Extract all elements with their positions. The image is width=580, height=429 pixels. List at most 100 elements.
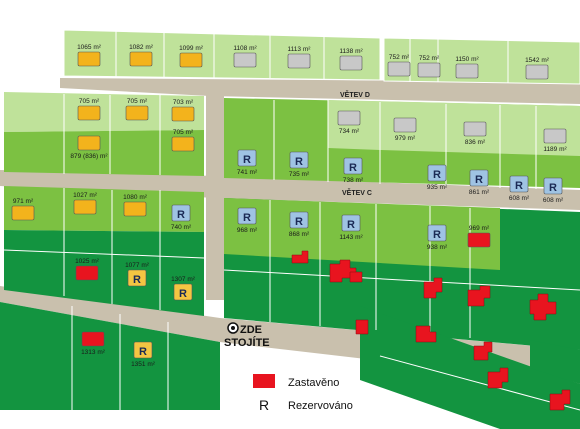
legend-built-label: Zastavěno	[288, 377, 339, 389]
plot-swatch	[427, 224, 447, 242]
plot-swatch	[81, 331, 105, 347]
plot-swatch	[171, 204, 191, 222]
plot-marker[interactable]: 703 m²	[171, 99, 195, 122]
plot-marker[interactable]: 1150 m²	[455, 56, 480, 79]
plot-marker[interactable]: 705 m²	[125, 98, 149, 121]
plot-marker[interactable]: 1025 m²	[75, 258, 100, 281]
plot-area-label: 968 m²	[237, 227, 258, 234]
plot-swatch	[463, 121, 487, 137]
house-icon	[349, 271, 363, 283]
plot-marker[interactable]: 1138 m²	[339, 48, 364, 71]
reserved-letter: R	[433, 169, 441, 181]
you-are-here-line1: ZDE	[240, 324, 262, 336]
plot-swatch	[337, 110, 361, 126]
plot-area-label: 979 m²	[395, 135, 416, 142]
zone-top-left	[63, 29, 381, 81]
plot-swatch	[11, 205, 35, 221]
plot-marker[interactable]: 705 m²	[77, 98, 101, 121]
plot-marker[interactable]: 752 m²	[387, 54, 411, 77]
reserved-letter: R	[515, 180, 523, 192]
zone-bottom-left	[0, 302, 220, 410]
reserved-letter: R	[295, 216, 303, 228]
plot-marker[interactable]: R 968 m²	[237, 207, 258, 234]
plot-area-label: 1027 m²	[73, 192, 98, 199]
plot-swatch	[171, 106, 195, 122]
legend-reserved-label: Rezervováno	[288, 400, 353, 412]
reserved-letter: R	[179, 288, 187, 300]
plot-area-label: 1065 m²	[77, 44, 102, 51]
reserved-letter: R	[349, 162, 357, 174]
legend-reserved-symbol: R	[259, 397, 269, 413]
road-label-vetev-c: VĚTEV C	[342, 188, 372, 197]
plot-swatch	[287, 53, 311, 69]
zone-top-right	[383, 37, 580, 85]
reserved-letter: R	[139, 346, 147, 358]
plot-marker[interactable]: 971 m²	[11, 198, 35, 221]
plot-area-label: 1108 m²	[233, 45, 257, 52]
plot-marker[interactable]: R 608 m²	[509, 175, 530, 202]
plot-area-label: 608 m²	[509, 195, 530, 202]
plot-swatch	[237, 207, 257, 225]
plot-area-label: 752 m²	[419, 55, 440, 62]
plot-marker[interactable]: 1542 m²	[525, 57, 550, 80]
plot-marker[interactable]: 1099 m²	[179, 45, 204, 68]
plot-area-label: 740 m²	[171, 224, 192, 231]
plot-area-label: 752 m²	[389, 54, 410, 61]
plot-swatch	[73, 199, 97, 215]
plot-swatch	[289, 151, 309, 169]
house-icon	[473, 341, 493, 361]
plot-marker[interactable]: 1108 m²	[233, 45, 258, 68]
plot-marker[interactable]: 979 m²	[393, 117, 417, 142]
plot-swatch	[125, 105, 149, 121]
plot-marker[interactable]: 705 m²	[171, 129, 195, 152]
plot-marker[interactable]: 1313 m²	[81, 331, 106, 356]
plot-swatch	[417, 62, 441, 78]
plot-area-label: 705 m²	[173, 129, 194, 136]
plot-area-label: 705 m²	[127, 98, 148, 105]
plot-swatch	[77, 105, 101, 121]
plot-area-label: 879 (836) m²	[70, 153, 108, 160]
plot-marker[interactable]: 1189 m²	[543, 128, 568, 153]
plot-area-label: 703 m²	[173, 99, 194, 106]
plot-area-label: 1138 m²	[339, 48, 363, 55]
plot-area-label: 705 m²	[79, 98, 100, 105]
plot-area-label: 1113 m²	[288, 46, 312, 53]
plot-marker[interactable]: 879 (836) m²	[70, 135, 108, 160]
plot-area-label: 969 m²	[469, 225, 490, 232]
house-icon	[549, 389, 571, 411]
reserved-letter: R	[243, 212, 251, 224]
plot-marker[interactable]: 969 m²	[467, 225, 491, 248]
house-icon	[487, 367, 509, 389]
you-are-here-line2: STOJÍTE	[224, 336, 270, 349]
plot-marker[interactable]: 1065 m²	[77, 44, 102, 67]
plot-marker[interactable]: 734 m²	[337, 110, 361, 135]
plot-swatch	[509, 175, 529, 193]
plot-area-label: 971 m²	[13, 198, 34, 205]
plot-swatch	[289, 211, 309, 229]
plot-marker[interactable]: 1113 m²	[287, 46, 312, 69]
plot-area-label: 1143 m²	[339, 234, 363, 241]
plot-marker[interactable]: 752 m²	[417, 55, 441, 78]
plot-marker[interactable]: 1027 m²	[73, 192, 98, 215]
plot-swatch	[133, 341, 153, 359]
house-icon	[329, 259, 357, 283]
plot-swatch	[237, 149, 257, 167]
plot-marker[interactable]: 1080 m²	[123, 194, 148, 217]
plot-marker[interactable]: 836 m²	[463, 121, 487, 146]
house-icon	[291, 250, 309, 264]
plot-marker[interactable]: 1082 m²	[129, 44, 154, 67]
